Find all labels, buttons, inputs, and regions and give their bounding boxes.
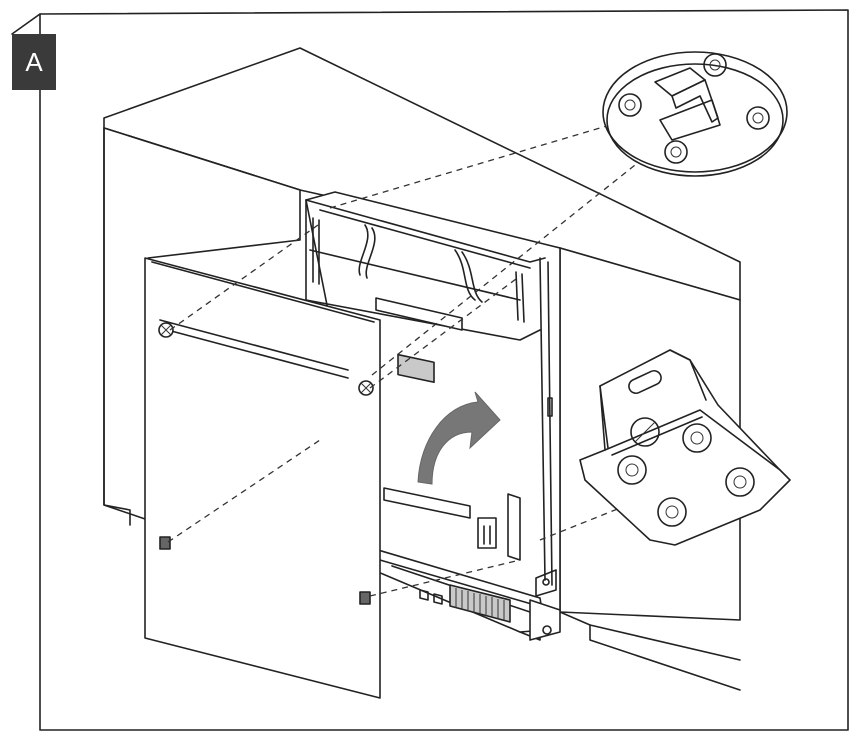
panel-label: A: [12, 34, 56, 90]
plinth-terminal: [377, 549, 561, 641]
frame-tab-edge: [11, 13, 41, 35]
detail-side-bracket: [579, 349, 791, 546]
guide-lines: [167, 124, 641, 597]
bracket-bottom-left: [159, 536, 171, 550]
bracket-bottom-right: [359, 591, 371, 605]
detail-circle-top-bracket: [602, 51, 788, 177]
rotate-arrow: [417, 391, 501, 485]
frame-border: [39, 9, 849, 731]
